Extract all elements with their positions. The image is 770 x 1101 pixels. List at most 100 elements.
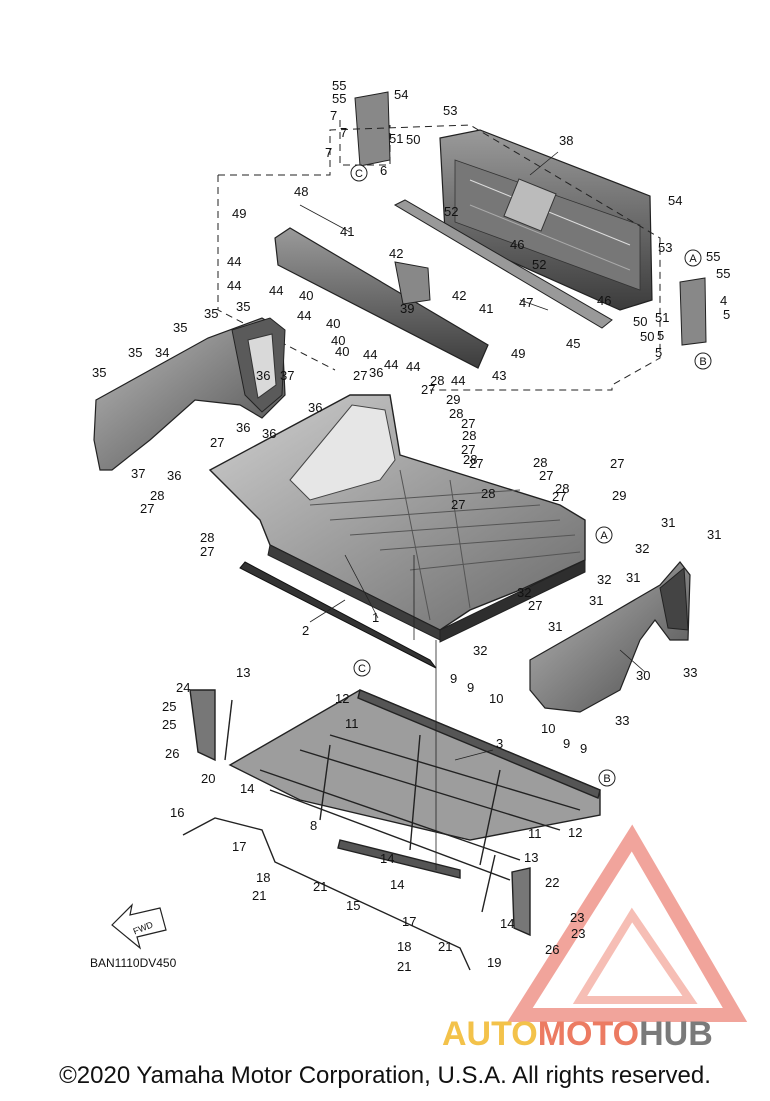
callout-number: 33 [615, 713, 629, 728]
callout-number: 5 [655, 345, 662, 360]
callout-number: 19 [487, 955, 501, 970]
callout-number: 14 [500, 916, 514, 931]
callout-number: 44 [227, 278, 241, 293]
callout-number: 26 [545, 942, 559, 957]
callout-number: 54 [668, 193, 682, 208]
diagram-code: BAN1110DV450 [90, 956, 177, 970]
callout-number: 14 [390, 877, 404, 892]
callout-number: 8 [310, 818, 317, 833]
callout-number: 5 [657, 328, 664, 343]
callout-number: 32 [473, 643, 487, 658]
callout-number: 27 [200, 544, 214, 559]
forward-arrow-icon: FWD [111, 903, 167, 950]
callout-number: 18 [397, 939, 411, 954]
callout-number: 1 [372, 610, 379, 625]
callout-number: 44 [384, 357, 398, 372]
callout-number: 40 [299, 288, 313, 303]
ref-a-lower-label: A [600, 530, 608, 542]
callout-number: 52 [444, 204, 458, 219]
callout-number: 38 [559, 133, 573, 148]
callout-number: 27 [461, 442, 475, 457]
callout-number: 31 [589, 593, 603, 608]
callout-number: 13 [236, 665, 250, 680]
callout-number: 27 [210, 435, 224, 450]
callout-number: 9 [563, 736, 570, 751]
callout-number: 4 [720, 293, 727, 308]
support-links [182, 689, 531, 971]
callout-number: 16 [170, 805, 184, 820]
callout-number: 21 [438, 939, 452, 954]
callout-number: 27 [353, 368, 367, 383]
callout-number: 32 [635, 541, 649, 556]
ref-b-upper [694, 352, 712, 370]
callout-number: 25 [162, 717, 176, 732]
callout-number: 27 [469, 456, 483, 471]
callout-number: 46 [597, 293, 611, 308]
callout-number: 27 [421, 382, 435, 397]
callout-number: 40 [335, 344, 349, 359]
callout-number: 28 [449, 406, 463, 421]
frame-rail-right [357, 689, 601, 799]
callout-number: 41 [479, 301, 493, 316]
callout-number: 11 [345, 716, 359, 731]
callout-number: 27 [552, 489, 566, 504]
callout-number: 30 [636, 668, 650, 683]
callout-number: 50 [633, 314, 647, 329]
callout-number: 24 [176, 680, 190, 695]
callout-number: 31 [548, 619, 562, 634]
callout-number: 10 [489, 691, 503, 706]
callout-number: 36 [167, 468, 181, 483]
callout-number: 23 [570, 910, 584, 925]
left-rear-fender [93, 317, 286, 471]
callout-number: 47 [519, 295, 533, 310]
callout-number: 43 [492, 368, 506, 383]
callout-number: 40 [331, 333, 345, 348]
callout-number: 36 [236, 420, 250, 435]
callout-number: 28 [555, 481, 569, 496]
ref-c-upper-label: C [355, 168, 363, 180]
callout-number: 50 [406, 132, 420, 147]
callout-number: 6 [380, 163, 387, 178]
callout-number: 17 [402, 914, 416, 929]
callout-number: 39 [400, 301, 414, 316]
callout-number: 44 [451, 373, 465, 388]
callout-number: 28 [533, 455, 547, 470]
callout-number: 45 [566, 336, 580, 351]
callout-number: 52 [532, 257, 546, 272]
callout-number: 34 [155, 345, 169, 360]
callout-number: 3 [496, 736, 503, 751]
callout-number: 15 [346, 898, 360, 913]
callout-number: 48 [294, 184, 308, 199]
watermark-moto: MOTO [538, 1015, 639, 1053]
ref-c-lower [353, 659, 371, 677]
watermark-auto: AUTO [442, 1015, 538, 1053]
callout-number: 21 [252, 888, 266, 903]
callout-number: 42 [389, 246, 403, 261]
callout-number: 7 [330, 108, 337, 123]
callout-number: 10 [541, 721, 555, 736]
callout-number: 7 [340, 125, 347, 140]
callout-number: 35 [173, 320, 187, 335]
callout-number: 36 [308, 400, 322, 415]
callout-number: 35 [92, 365, 106, 380]
callout-number: 26 [165, 746, 179, 761]
callout-number: 33 [683, 665, 697, 680]
tailgate-assembly [274, 91, 707, 369]
callout-number: 51 [389, 131, 403, 146]
callout-number: 49 [232, 206, 246, 221]
callout-number: 28 [462, 428, 476, 443]
callout-number: 21 [397, 959, 411, 974]
callout-number: 20 [201, 771, 215, 786]
callout-number: 14 [380, 851, 394, 866]
cargo-bed [208, 394, 586, 669]
callout-number: 28 [150, 488, 164, 503]
callout-number: 12 [568, 825, 582, 840]
ref-b-upper-label: B [699, 356, 706, 368]
callout-number: 28 [481, 486, 495, 501]
callout-number: 35 [204, 306, 218, 321]
callout-number: 25 [162, 699, 176, 714]
reference-markers [350, 164, 712, 787]
ref-b-lower-label: B [603, 773, 610, 785]
callout-number: 51 [655, 310, 669, 325]
